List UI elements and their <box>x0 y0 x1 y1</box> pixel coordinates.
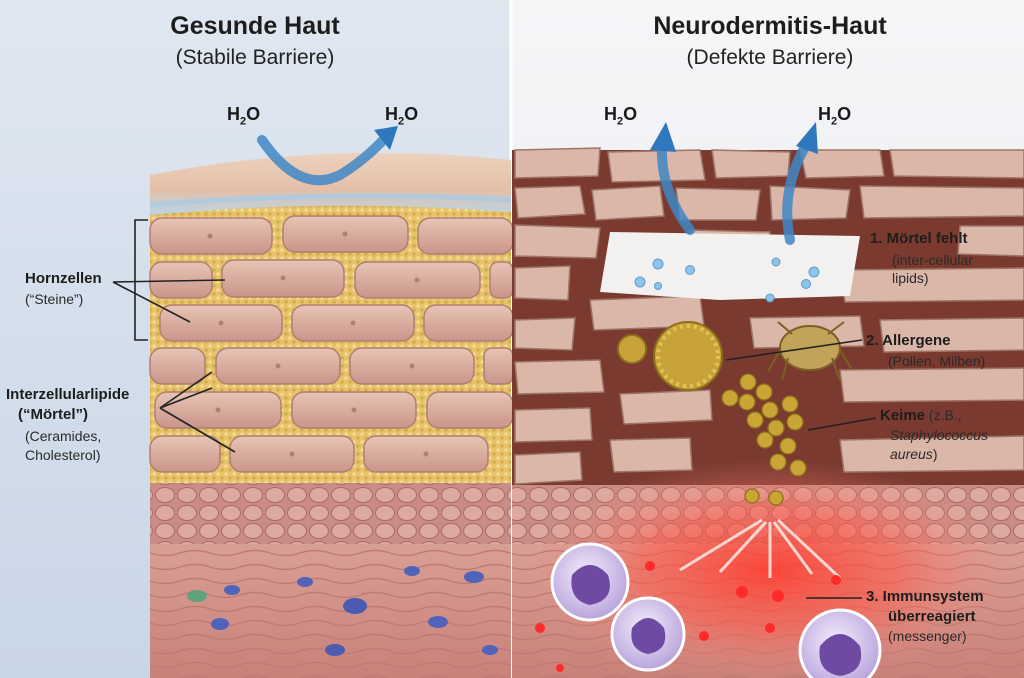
lipide-label: Interzellularlipide <box>6 386 130 403</box>
hornzellen-label: Hornzellen <box>25 270 102 287</box>
label-2-head: 2. Allergene <box>866 332 951 349</box>
h2o-left-in: H2O <box>227 104 261 128</box>
bacteria-icon <box>721 373 807 506</box>
water-droplets <box>634 257 820 303</box>
lipide-note-2: Cholesterol) <box>25 447 101 463</box>
lipide-note-1: (Ceramides, <box>25 428 102 444</box>
h2o-left-out: H2O <box>385 104 419 128</box>
right-title: Neurodermitis-Haut <box>653 12 887 40</box>
label-4-head-1: 3. Immunsystem <box>866 588 984 605</box>
left-title: Gesunde Haut <box>170 12 340 40</box>
label-1-head: 1. Mörtel fehlt <box>870 230 968 247</box>
h2o-right-1: H2O <box>604 104 638 128</box>
h2o-right-2: H2O <box>818 104 852 128</box>
epidermis-left <box>150 478 511 544</box>
immune-cell-icon <box>798 608 882 678</box>
lipide-label-sub: (“Mörtel”) <box>18 406 88 423</box>
immune-cell-icon <box>550 542 630 622</box>
label-3-note-c-line: aureus) <box>890 446 938 462</box>
right-subtitle: (Defekte Barriere) <box>686 46 854 69</box>
immune-cell-icon <box>610 596 686 672</box>
pollen-icon <box>617 321 723 391</box>
label-4-note: (messenger) <box>888 628 967 644</box>
inflammation-arrows <box>679 518 842 580</box>
label-3-head-line: Keime (z.B., <box>880 407 962 424</box>
damaged-skin <box>512 122 1024 678</box>
water-arrow-icon <box>782 140 811 245</box>
left-subtitle: (Stabile Barriere) <box>175 46 335 69</box>
label-2-note: (Pollen, Milben) <box>888 353 986 369</box>
water-arrow-icon <box>656 140 695 235</box>
right-leader-lines <box>725 339 877 599</box>
label-3-note-b: Staphylococcus <box>890 427 989 443</box>
label-1-note-1: (inter-cellular <box>892 252 973 268</box>
cracked-bricks <box>514 147 1024 485</box>
left-leader-lines <box>112 219 236 453</box>
water-arrow-icon <box>257 133 390 186</box>
healthy-skin <box>149 126 514 678</box>
dermis-cells-left <box>187 566 498 656</box>
hornzellen-note: (“Steine”) <box>25 291 84 307</box>
label-1-note-2: lipids) <box>892 270 929 286</box>
missing-mortar-gap <box>600 232 860 300</box>
label-4-head-2: überreagiert <box>888 608 976 625</box>
